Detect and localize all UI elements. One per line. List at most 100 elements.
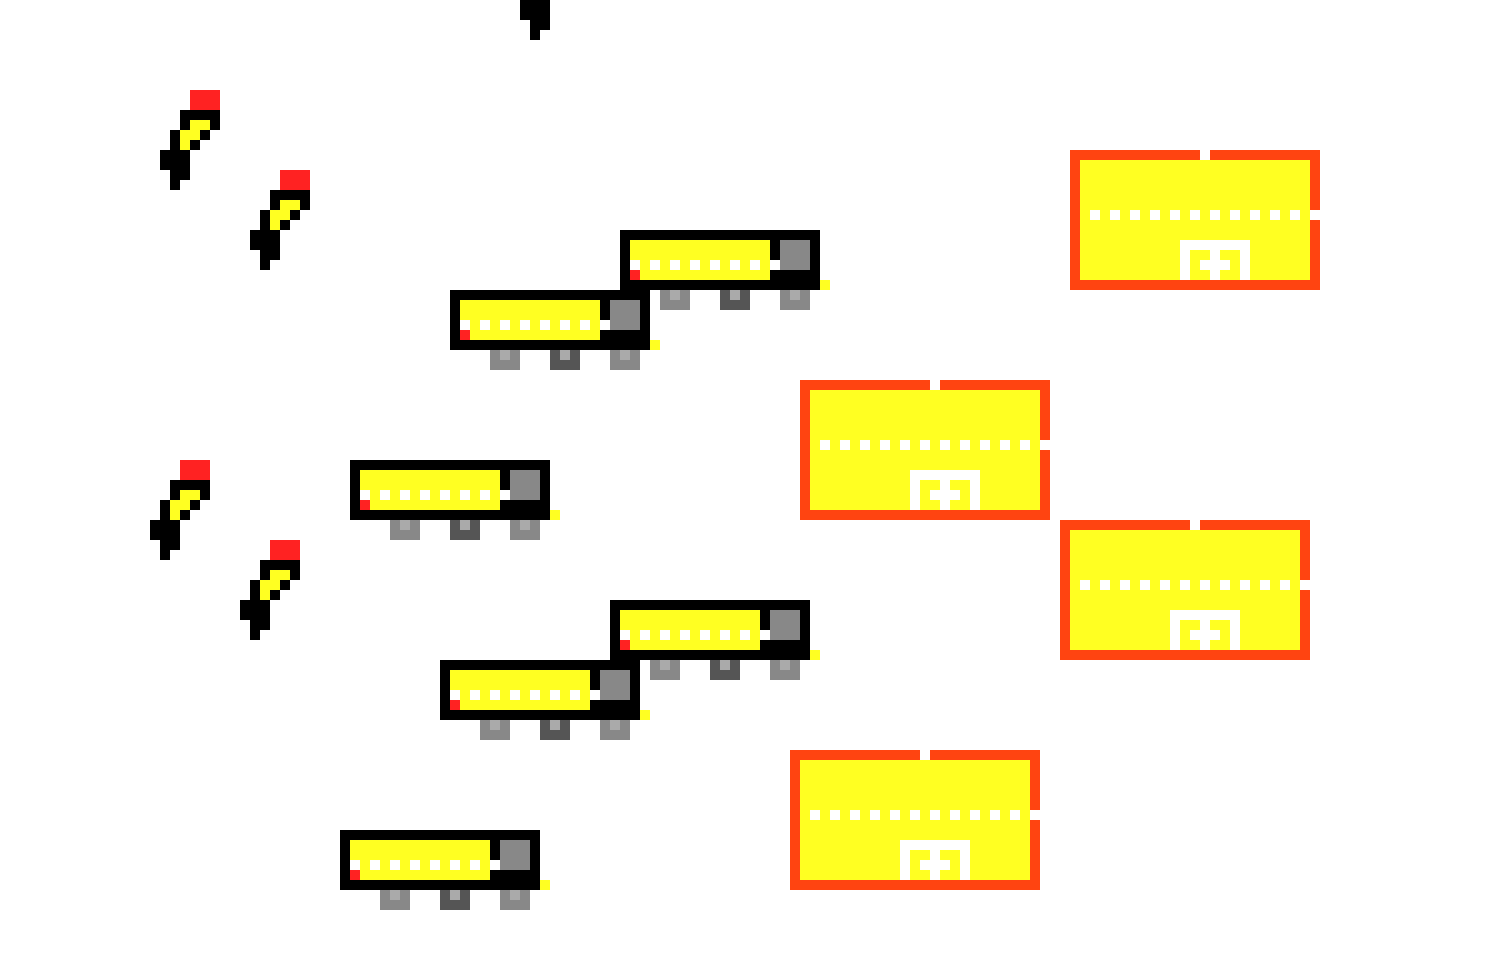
pencil-pixel	[250, 610, 260, 620]
pencil-pixel	[270, 240, 280, 250]
pencil-pixel	[250, 620, 260, 630]
house-roof-notch	[1200, 150, 1210, 160]
bus-tail-light	[450, 700, 460, 710]
pencil-pixel	[270, 550, 280, 560]
pencil-pixel	[260, 260, 270, 270]
house-window	[1110, 210, 1120, 220]
pencil-pixel	[180, 510, 190, 520]
pencil-pixel	[540, 10, 550, 20]
bus-window	[720, 630, 730, 640]
bus-wheel-hub	[670, 290, 680, 300]
pencil-pixel	[180, 130, 190, 140]
pencil-pixel	[250, 240, 260, 250]
bus-wheel-hub	[790, 290, 800, 300]
bus-door	[350, 860, 360, 870]
pencil-pixel	[270, 560, 280, 570]
bus-window	[490, 690, 500, 700]
pencil-pixel	[200, 90, 210, 100]
pencil-pixel	[530, 30, 540, 40]
pencil-pixel	[260, 210, 270, 220]
pencil-pixel	[190, 460, 200, 470]
bus-window	[480, 490, 490, 500]
pencil-pixel	[270, 580, 280, 590]
pencil-pixel	[260, 580, 270, 590]
pencil-pixel	[290, 180, 300, 190]
pencil-pixel	[250, 580, 260, 590]
pencil-pixel	[270, 250, 280, 260]
pencil-pixel	[170, 150, 180, 160]
pencil-pixel	[290, 550, 300, 560]
pencil-pixel	[210, 90, 220, 100]
house-window	[1010, 810, 1020, 820]
bus-wheel-hub	[390, 890, 400, 900]
pencil-pixel	[260, 250, 270, 260]
house-window	[1190, 210, 1200, 220]
house-door-cross-h	[920, 860, 950, 870]
bus-door	[630, 260, 640, 270]
bus-cab-window	[780, 240, 810, 270]
bus-tail-light	[630, 270, 640, 280]
house-window	[910, 810, 920, 820]
bus-window	[520, 320, 530, 330]
bus-sprite	[620, 230, 830, 310]
house-window	[1040, 440, 1050, 450]
house-roof-notch	[920, 750, 930, 760]
pencil-pixel	[280, 200, 290, 210]
pencil-pixel	[260, 570, 270, 580]
bus-sprite	[610, 600, 820, 680]
pencil-pixel	[190, 140, 200, 150]
pencil-pixel	[260, 560, 270, 570]
bus-wheel-hub	[460, 520, 470, 530]
bus-tail-light	[350, 870, 360, 880]
pencil-pixel	[190, 480, 200, 490]
pencil-pixel	[170, 520, 180, 530]
house-window	[1120, 580, 1130, 590]
pencil-pixel	[530, 0, 540, 10]
bus-window	[550, 690, 560, 700]
bus-cab-window	[610, 300, 640, 330]
bus-window	[500, 490, 510, 500]
bus-window	[460, 490, 470, 500]
pencil-pixel	[180, 110, 190, 120]
pencil-pixel	[270, 540, 280, 550]
bus-window	[400, 490, 410, 500]
house-window	[1100, 580, 1110, 590]
house-window	[860, 440, 870, 450]
house-window	[950, 810, 960, 820]
pencil-pixel	[270, 210, 280, 220]
bus-window	[480, 320, 490, 330]
pencil-pixel	[260, 590, 270, 600]
house-window	[830, 810, 840, 820]
pencil-pixel	[540, 20, 550, 30]
house-window	[1250, 210, 1260, 220]
pencil-pixel	[170, 140, 180, 150]
pencil-pixel	[530, 20, 540, 30]
pencil-pixel	[270, 570, 280, 580]
house-window	[1260, 580, 1270, 590]
bus-wheel-hub	[780, 660, 790, 670]
pencil-pixel	[260, 230, 270, 240]
bus-wheel-hub	[500, 350, 510, 360]
bus-window	[430, 860, 440, 870]
house-window	[1300, 580, 1310, 590]
pencil-pixel	[190, 90, 200, 100]
pencil-sprite	[240, 540, 300, 640]
bus-window	[760, 630, 770, 640]
bus-headlight	[540, 880, 550, 890]
pencil-pixel	[170, 180, 180, 190]
bus-wheel-hub	[550, 720, 560, 730]
pencil-pixel	[170, 530, 180, 540]
bus-window	[560, 320, 570, 330]
pencil-pixel	[170, 490, 180, 500]
bus-sprite	[450, 290, 660, 370]
bus-wheel-hub	[610, 720, 620, 730]
pencil-pixel	[260, 610, 270, 620]
pencil-pixel	[290, 560, 300, 570]
pencil-pixel	[150, 530, 160, 540]
pencil-pixel	[280, 560, 290, 570]
pencil-pixel	[180, 460, 190, 470]
house-window	[920, 440, 930, 450]
pencil-pixel	[160, 520, 170, 530]
house-window	[1210, 210, 1220, 220]
house-window	[1140, 580, 1150, 590]
